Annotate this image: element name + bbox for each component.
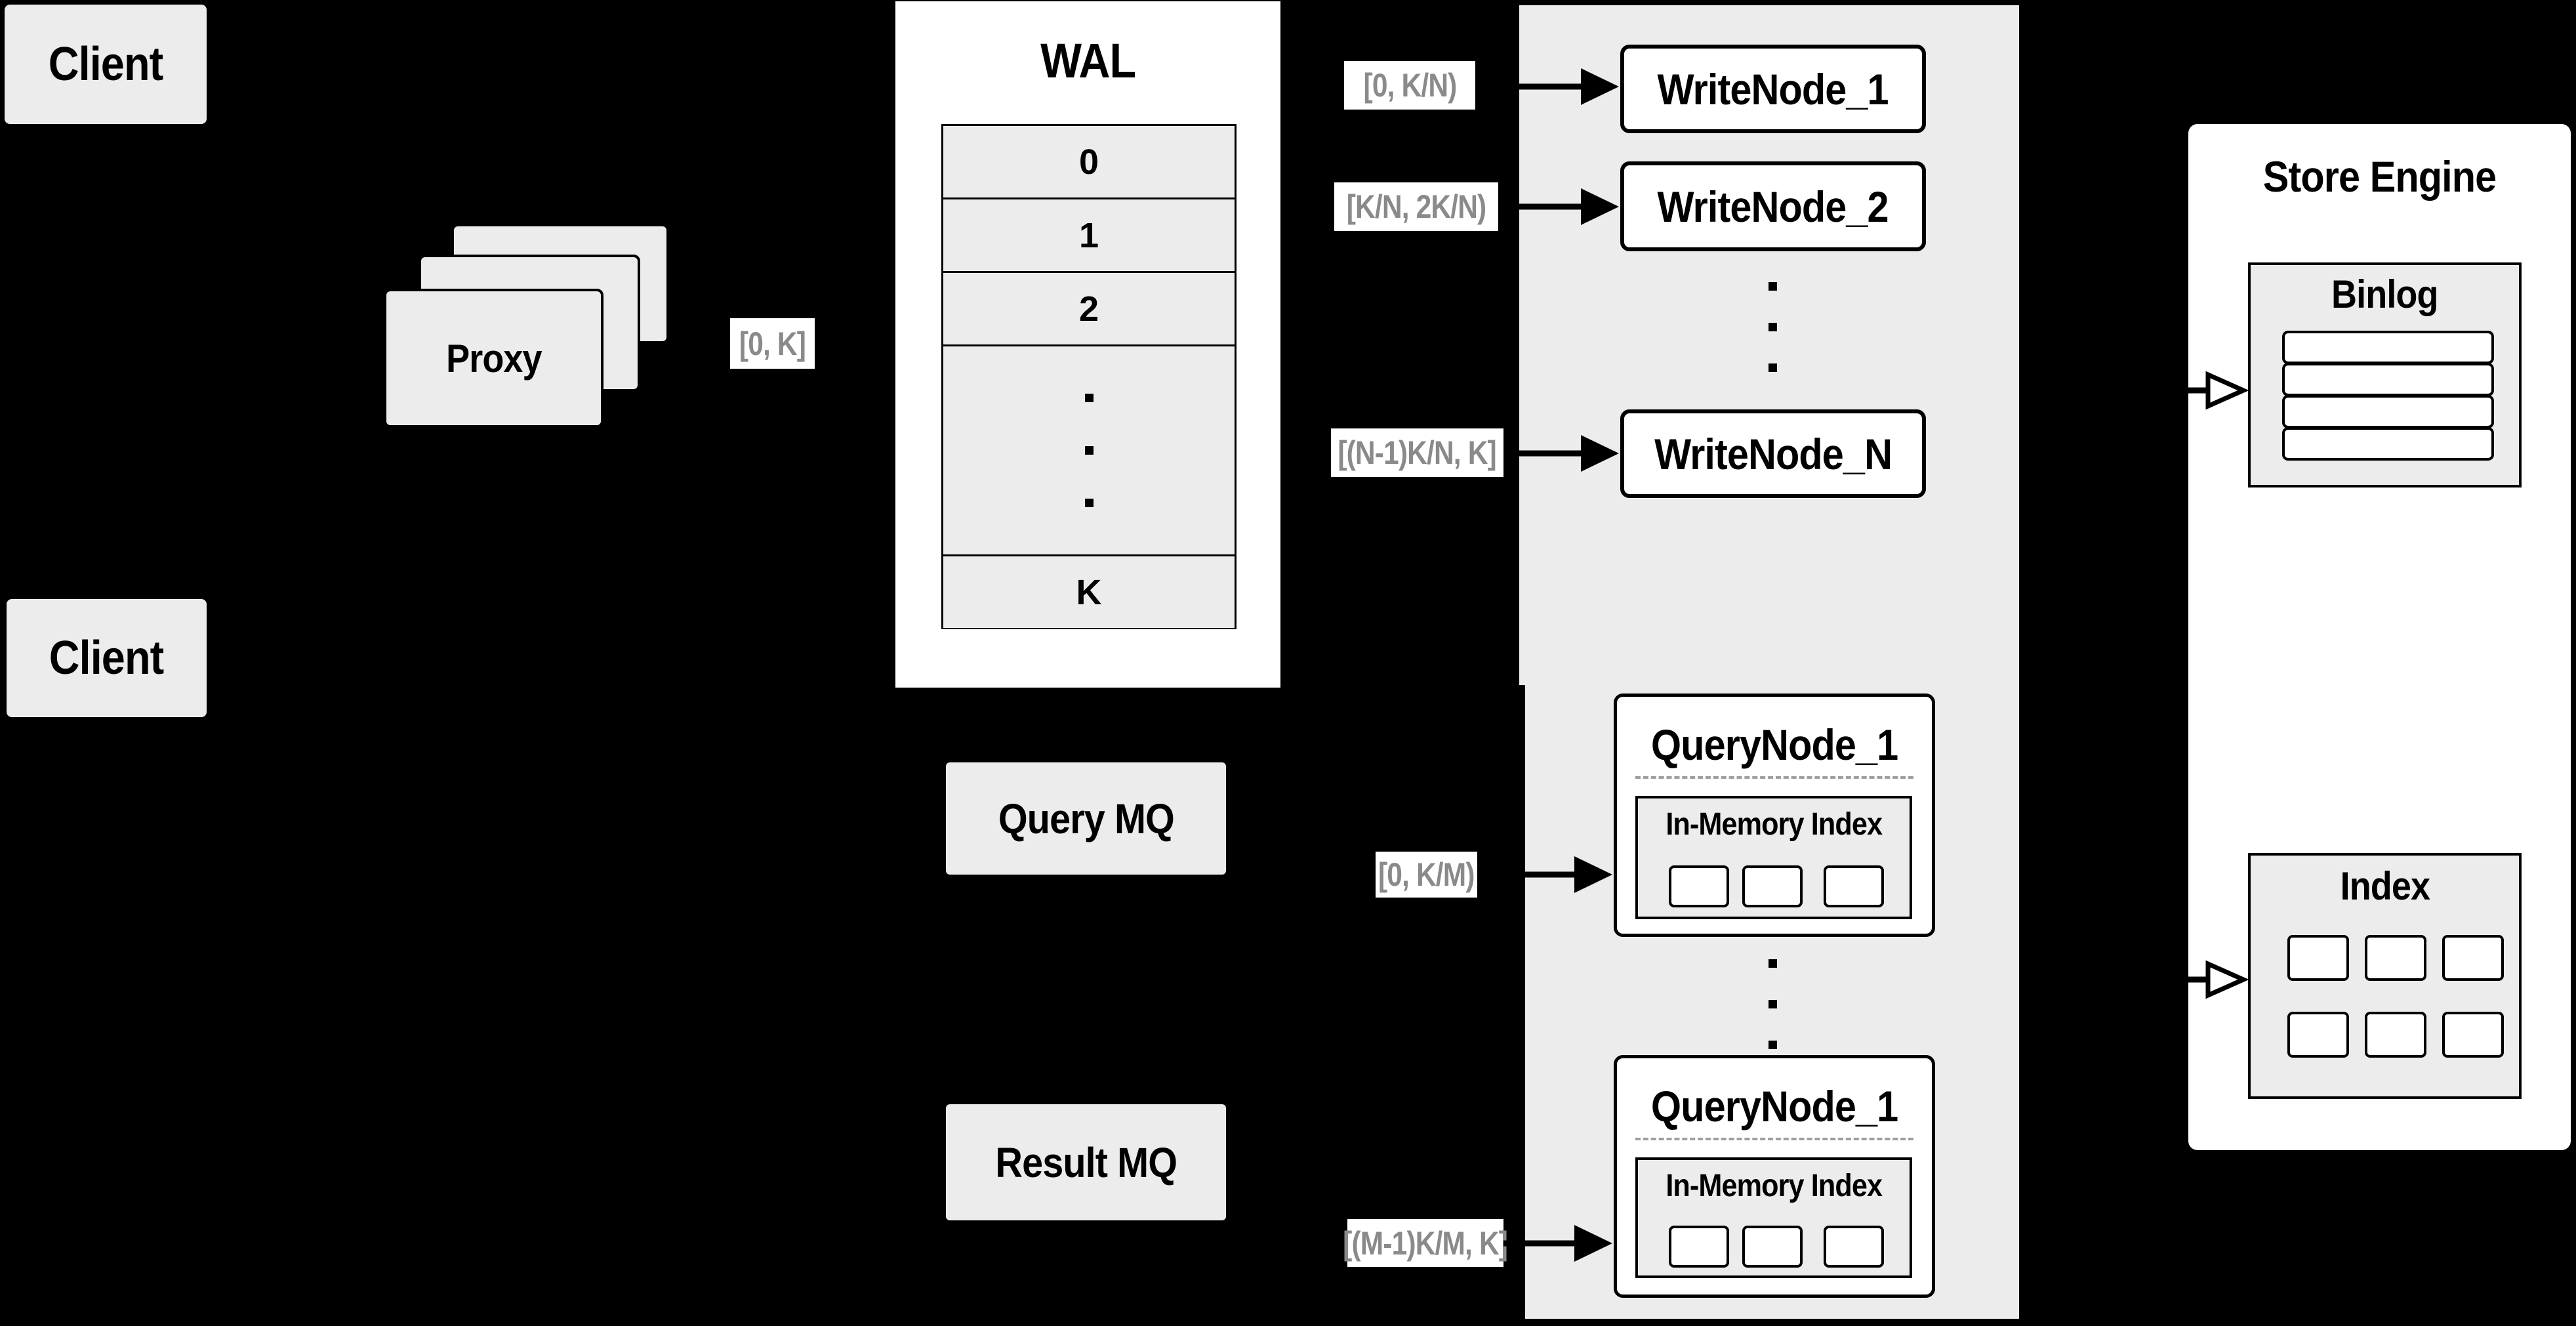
index-square: [2442, 1012, 2504, 1058]
write-node-1-box: WriteNode_1: [1620, 45, 1926, 133]
index-box: Index: [2248, 853, 2522, 1099]
wal-ellipsis-dots: [1084, 394, 1094, 507]
segment-square: [1824, 865, 1884, 907]
range-label-write-2: [K/N, 2K/N): [1334, 182, 1498, 231]
result-mq-label: Result MQ: [995, 1138, 1177, 1186]
range-label-query-1: [0, K/M): [1376, 852, 1477, 898]
write-node-ellipsis-dots: [1768, 282, 1777, 372]
segment-square: [1742, 865, 1803, 907]
binlog-box: Binlog: [2248, 262, 2522, 487]
binlog-title: Binlog: [2331, 272, 2438, 316]
range-label-write-1: [0, K/N): [1344, 61, 1475, 110]
store-engine-title: Store Engine: [2262, 152, 2497, 201]
query-node-1-separator: [1635, 776, 1913, 779]
query-node-2-title: QueryNode_1: [1650, 1082, 1898, 1130]
wal-panel: WAL 0 1 2 K: [895, 1, 1280, 688]
write-node-2-box: WriteNode_2: [1620, 161, 1926, 251]
write-node-1-label: WriteNode_1: [1657, 64, 1889, 114]
segment-square: [1742, 1226, 1803, 1268]
binlog-row: [2282, 395, 2494, 428]
binlog-row: [2282, 427, 2494, 461]
write-node-2-label: WriteNode_2: [1657, 182, 1889, 231]
query-node-2-box: QueryNode_1 In-Memory Index: [1614, 1055, 1935, 1298]
wal-row-ellipsis: [943, 344, 1235, 554]
client-top-label: Client: [48, 38, 164, 91]
query-node-1-inmemory-title: In-Memory Index: [1666, 807, 1883, 842]
write-node-n-box: WriteNode_N: [1620, 409, 1926, 498]
client-bottom-label: Client: [49, 632, 165, 684]
range-label-proxy-to-wal: [0, K]: [730, 318, 815, 369]
query-node-1-title: QueryNode_1: [1650, 720, 1898, 769]
client-top-box: Client: [5, 5, 207, 124]
query-node-2-inmemory-title: In-Memory Index: [1666, 1169, 1883, 1203]
query-node-ellipsis-dots: [1768, 959, 1777, 1049]
index-title: Index: [2340, 864, 2430, 908]
query-node-2-separator: [1635, 1138, 1913, 1140]
query-mq-label: Query MQ: [998, 795, 1174, 842]
query-node-1-inmemory-box: In-Memory Index: [1635, 796, 1912, 919]
query-node-1-box: QueryNode_1 In-Memory Index: [1614, 694, 1935, 937]
index-square: [2287, 1012, 2349, 1058]
query-node-2-inmemory-box: In-Memory Index: [1635, 1157, 1912, 1278]
segment-square: [1669, 865, 1729, 907]
range-label-write-n: [(N-1)K/N, K]: [1331, 428, 1503, 477]
query-mq-box: Query MQ: [946, 762, 1226, 875]
index-square: [2287, 935, 2349, 981]
range-label-query-m: [(M-1)K/M, K]: [1343, 1219, 1508, 1267]
write-node-n-label: WriteNode_N: [1654, 429, 1892, 478]
segment-square: [1669, 1226, 1729, 1268]
index-square: [2442, 935, 2504, 981]
result-mq-box: Result MQ: [946, 1104, 1226, 1220]
wal-table: 0 1 2 K: [941, 124, 1237, 629]
wal-title: WAL: [1040, 33, 1136, 88]
proxy-label: Proxy: [445, 336, 542, 381]
index-square: [2365, 1012, 2426, 1058]
binlog-row: [2282, 363, 2494, 396]
wal-row-0: 0: [943, 124, 1235, 197]
wal-row-k: K: [943, 554, 1235, 628]
store-engine-panel: Store Engine Binlog Index: [2188, 124, 2571, 1150]
client-bottom-box: Client: [7, 599, 207, 717]
segment-square: [1824, 1226, 1884, 1268]
wal-row-1: 1: [943, 197, 1235, 271]
index-square: [2365, 935, 2426, 981]
binlog-row: [2282, 331, 2494, 364]
proxy-card-front: Proxy: [384, 289, 603, 428]
wal-row-2: 2: [943, 271, 1235, 344]
